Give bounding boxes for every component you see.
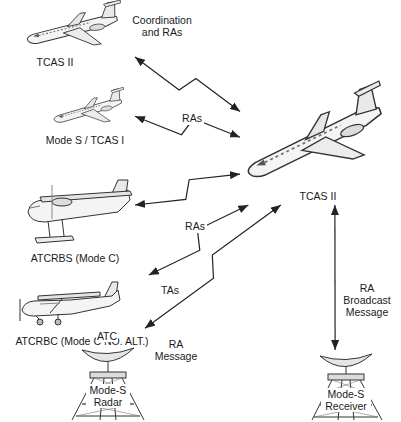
cessna — [20, 282, 120, 325]
signal-label: RAs — [180, 111, 204, 125]
tcas-ii-aircraft: TCAS II — [240, 95, 398, 205]
aircraft-label: TCAS II — [299, 190, 338, 202]
mode-s-aircraft: Mode S / TCAS I — [35, 90, 135, 148]
signal-bolt — [135, 174, 240, 205]
mode-s-radar: ATC Mode-S Radar — [45, 328, 145, 420]
aircraft-label: ATCRBS (Mode C) — [30, 252, 121, 264]
radar-tower — [72, 348, 144, 420]
mode-s-jet — [51, 87, 129, 130]
signal-label: RA Broadcast Message — [336, 281, 398, 319]
station-name: ATC — [96, 330, 118, 342]
aircraft-label: Mode-S Receiver — [321, 388, 371, 412]
signal-label: TAs — [159, 283, 181, 297]
aircraft-label: TCAS II — [36, 56, 75, 68]
signal-line — [334, 205, 335, 350]
signal-bolt — [145, 205, 281, 328]
aircraft-label: Mode-S Radar — [86, 384, 130, 408]
signal-bolt — [135, 57, 240, 112]
seaplane — [28, 180, 132, 243]
signal-label: Coordination and RAs — [124, 13, 200, 39]
aircraft-label: ATCRBC (Mode C NO. ALT.) — [14, 335, 149, 347]
aircraft-label: Mode S / TCAS I — [45, 134, 126, 146]
mode-s-receiver: Mode-S Receiver — [300, 350, 390, 420]
signal-label: RAs — [183, 219, 207, 233]
tcas-ii-jet — [24, 0, 126, 54]
tcas-ii-aircraft: TCAS II — [20, 2, 135, 72]
receiver-tower — [312, 354, 382, 420]
atcrbc-aircraft: ATCRBC (Mode C NO. ALT.) — [14, 275, 150, 348]
central-jet — [234, 81, 400, 194]
atcrbs-aircraft: ATCRBS (Mode C) — [20, 180, 135, 266]
signal-label: RA Message — [148, 337, 204, 363]
